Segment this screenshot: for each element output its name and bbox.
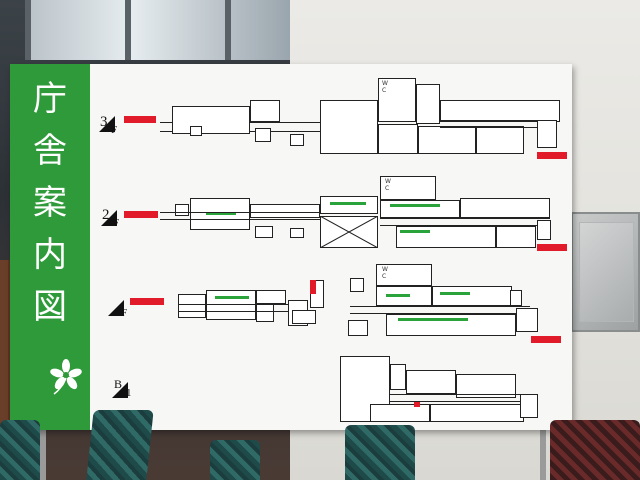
floor-guide-board: 庁 舎 案 内 図 3 F xyxy=(10,64,572,430)
atrium-void xyxy=(320,216,378,248)
title-char: 舎 xyxy=(33,131,67,171)
window-frame xyxy=(125,0,131,60)
emergency-exit-sign xyxy=(531,336,561,343)
board-sidebar: 庁 舎 案 内 図 xyxy=(10,64,90,430)
board-stand-leg xyxy=(40,430,46,480)
emergency-exit-sign xyxy=(130,298,164,305)
emergency-exit-sign xyxy=(537,152,567,159)
emergency-exit-sign xyxy=(537,244,567,251)
title-char: 図 xyxy=(33,287,67,327)
background-window xyxy=(25,0,290,60)
board-title: 庁 舎 案 内 図 xyxy=(10,82,90,324)
emergency-exit-sign xyxy=(124,116,156,123)
window-frame xyxy=(25,0,31,60)
board-stand-leg xyxy=(540,430,546,480)
title-char: 案 xyxy=(33,183,67,223)
title-char: 庁 xyxy=(33,79,67,119)
flower-icon xyxy=(50,359,82,395)
exit-sign xyxy=(414,402,420,407)
emergency-exit-sign xyxy=(124,211,158,218)
window-frame xyxy=(225,0,231,60)
exit-sign xyxy=(310,280,316,294)
foreground-chairs xyxy=(0,405,640,480)
wall-metal-panel xyxy=(571,212,640,332)
title-char: 内 xyxy=(33,235,67,275)
